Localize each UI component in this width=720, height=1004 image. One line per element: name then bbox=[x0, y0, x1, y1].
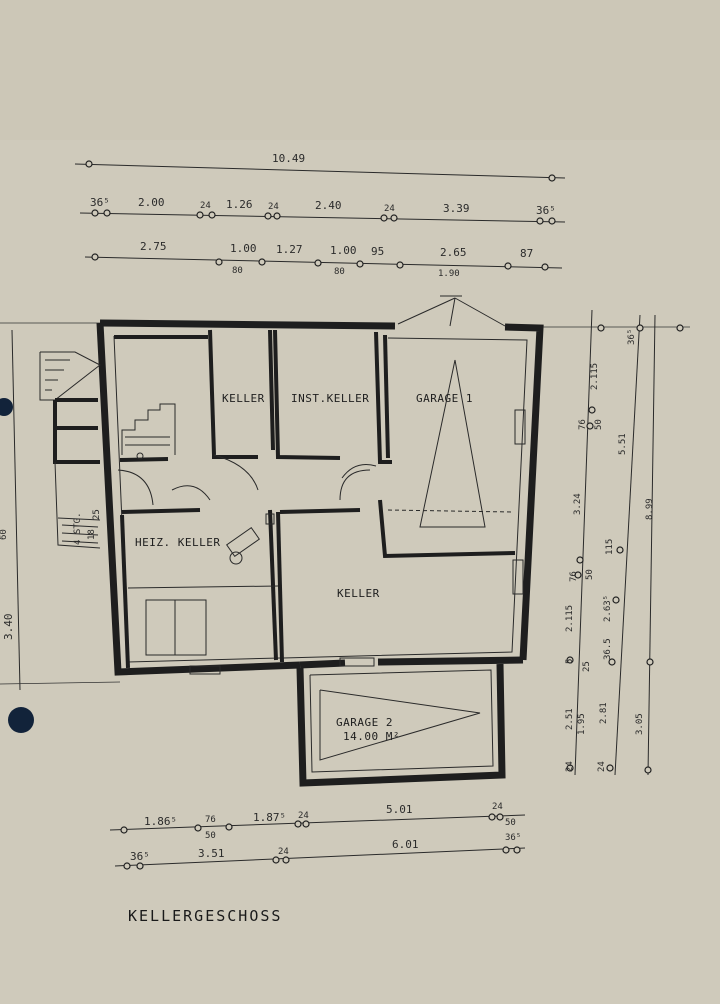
boiler-icon bbox=[226, 513, 275, 565]
dim-right-i: 1.95 bbox=[577, 713, 587, 735]
room-label-garage2-area: 14.00 M² bbox=[343, 730, 400, 743]
garage2-parking-triangle bbox=[319, 689, 481, 761]
stairs-icon bbox=[121, 403, 176, 460]
plan-title: KELLERGESCHOSS bbox=[128, 907, 282, 925]
room-label-garage1: GARAGE 1 bbox=[416, 392, 473, 405]
dim-top1-g: 24 bbox=[384, 204, 395, 214]
dim-bottom2-b: 3.51 bbox=[198, 847, 225, 860]
dim-bottom2-e: 36⁵ bbox=[505, 833, 521, 843]
paper-shade-top bbox=[0, 0, 720, 140]
dim-top1-e: 24 bbox=[268, 202, 279, 212]
dim-left-d: 60 bbox=[0, 529, 9, 540]
dim-top2-sub-b: 80 bbox=[334, 267, 345, 277]
dim-top2-b: 1.00 bbox=[230, 242, 257, 255]
dim-right-outer-b: 8.99 bbox=[645, 498, 655, 520]
dim-left-stg: 4 STG. bbox=[73, 512, 83, 545]
dim-top2-e: 95 bbox=[371, 245, 384, 258]
dim-bottom1-d: 1.87⁵ bbox=[253, 811, 286, 824]
garage1-parking-triangle bbox=[419, 359, 486, 528]
room-label-keller-main: KELLER bbox=[337, 587, 380, 600]
dim-top1-i: 36⁵ bbox=[536, 204, 556, 217]
room-label-heiz-keller: HEIZ. KELLER bbox=[135, 536, 220, 549]
bottom-dimension-chains: 1.86⁵ 76 50 1.87⁵ 24 5.01 24 50 36⁵ 3.51… bbox=[109, 802, 526, 870]
top-dimension-chains: 10.49 36⁵ 2.00 24 1.26 24 2.40 24 3.39 3… bbox=[74, 152, 566, 279]
dim-bottom1-h: 50 bbox=[505, 818, 516, 828]
right-dimension-chains: 2.115 76 50 3.24 76 50 2.115 2.51 1.95 2… bbox=[565, 309, 684, 776]
dim-top2-a: 2.75 bbox=[140, 240, 167, 253]
dim-bottom1-c: 50 bbox=[205, 831, 216, 841]
dim-top1-d: 1.26 bbox=[226, 198, 253, 211]
exterior-stair-icon bbox=[39, 351, 101, 549]
room-labels: KELLER INST.KELLER GARAGE 1 HEIZ. KELLER… bbox=[135, 392, 473, 743]
dim-right-f: 50 bbox=[585, 569, 595, 580]
dim-bottom2-d: 6.01 bbox=[392, 838, 419, 851]
room-label-keller: KELLER bbox=[222, 392, 265, 405]
dim-right-mid-b: 115 bbox=[605, 539, 615, 555]
dim-right-g: 2.115 bbox=[565, 605, 575, 632]
wall-west bbox=[96, 322, 301, 676]
dim-right-small-a: 5 bbox=[565, 659, 575, 664]
room-label-garage2: GARAGE 2 bbox=[336, 716, 393, 729]
dim-bottom2-a: 36⁵ bbox=[130, 850, 150, 863]
dim-top2-f: 2.65 bbox=[440, 246, 467, 259]
punch-hole-icon bbox=[0, 398, 13, 416]
tank-icon bbox=[145, 599, 207, 656]
dim-top2-c: 1.27 bbox=[276, 243, 303, 256]
wall-north bbox=[99, 319, 396, 330]
dim-top1-f: 2.40 bbox=[315, 199, 342, 212]
dim-right-mid-f: 24 bbox=[597, 761, 607, 772]
dim-top2-g: 87 bbox=[520, 247, 533, 260]
wall-east bbox=[504, 323, 544, 661]
dim-right-h: 2.51 bbox=[565, 708, 575, 730]
dim-left-a: 3.40 bbox=[2, 614, 15, 641]
dim-bottom1-b: 76 bbox=[205, 815, 216, 825]
dim-bottom1-g: 24 bbox=[492, 802, 503, 812]
dim-right-e: 76 bbox=[569, 571, 579, 582]
dim-top1-c: 24 bbox=[200, 201, 211, 211]
left-dimensions: 3.40 4 STG. 18 25 60 bbox=[0, 329, 121, 691]
dim-top1-b: 2.00 bbox=[138, 196, 165, 209]
dim-bottom1-a: 1.86⁵ bbox=[144, 815, 177, 828]
dim-top2-sub-a: 80 bbox=[232, 266, 243, 276]
dim-right-d: 3.24 bbox=[573, 493, 583, 515]
dim-bottom1-e: 24 bbox=[298, 811, 309, 821]
dim-left-c: 25 bbox=[92, 509, 102, 520]
dim-right-b: 76 bbox=[578, 419, 588, 430]
wall-keller-west bbox=[208, 329, 216, 456]
dim-top1-h: 3.39 bbox=[443, 202, 470, 215]
floor-plan bbox=[0, 295, 690, 787]
dim-right-outer-a: 36⁵ bbox=[627, 329, 637, 345]
dim-right-mid-e: 2.81 bbox=[599, 702, 609, 724]
dim-right-mid-c: 2.63⁵ bbox=[603, 595, 613, 622]
dim-top2-sub-c: 1.90 bbox=[438, 269, 460, 279]
wall-south bbox=[377, 656, 524, 666]
dim-bottom1-f: 5.01 bbox=[386, 803, 413, 816]
garage2-walls bbox=[296, 663, 506, 787]
dim-bottom2-c: 24 bbox=[278, 847, 289, 857]
room-label-inst-keller: INST.KELLER bbox=[291, 392, 369, 405]
dim-right-a: 2.115 bbox=[590, 363, 600, 390]
dim-right-j: 24 bbox=[565, 761, 575, 772]
dim-top2-d: 1.00 bbox=[330, 244, 357, 257]
dim-right-c: 50 bbox=[594, 419, 604, 430]
dim-right-small-b: 25 bbox=[582, 661, 592, 672]
dim-right-mid-d: 36.5 bbox=[603, 638, 613, 660]
punch-hole-icon bbox=[8, 707, 34, 733]
dim-top1-a: 36⁵ bbox=[90, 196, 110, 209]
dim-right-mid-a: 5.51 bbox=[618, 433, 628, 455]
dim-right-outer-c: 3.05 bbox=[635, 713, 645, 735]
dim-left-b: 18 bbox=[87, 529, 97, 540]
dim-total-width: 10.49 bbox=[272, 152, 305, 165]
